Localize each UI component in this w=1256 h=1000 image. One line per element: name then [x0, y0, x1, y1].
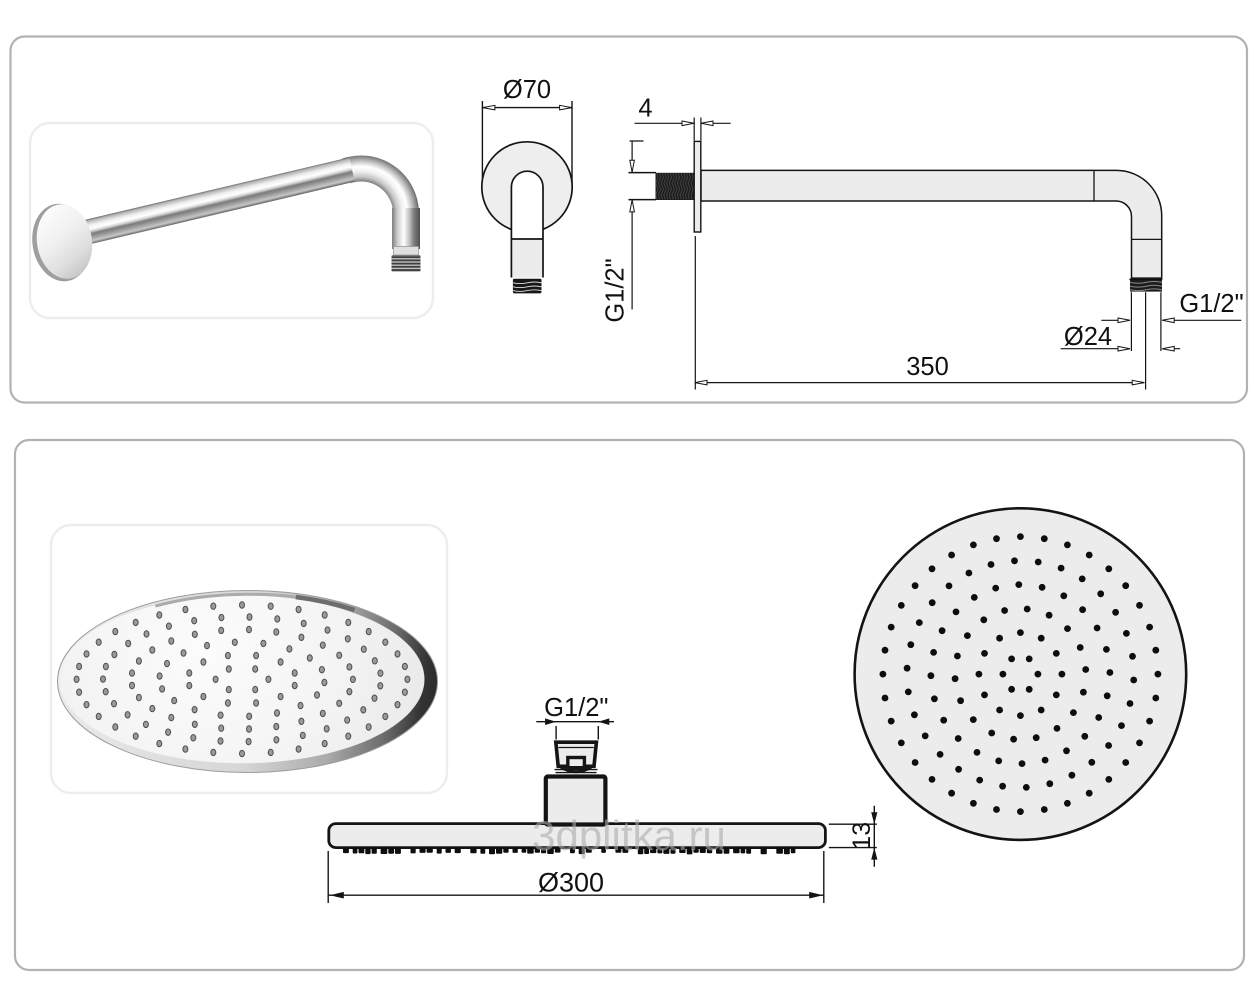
svg-text:13: 13	[848, 822, 876, 850]
svg-text:G1/2": G1/2"	[544, 694, 608, 722]
svg-text:Ø24: Ø24	[1064, 323, 1112, 351]
svg-text:Ø70: Ø70	[503, 76, 551, 104]
svg-text:4: 4	[638, 95, 652, 123]
svg-text:G1/2": G1/2"	[602, 258, 630, 322]
svg-text:350: 350	[906, 353, 949, 381]
svg-text:G1/2": G1/2"	[1179, 290, 1243, 318]
svg-text:Ø300: Ø300	[538, 868, 604, 898]
svg-text:3dplitka.ru: 3dplitka.ru	[532, 812, 726, 859]
